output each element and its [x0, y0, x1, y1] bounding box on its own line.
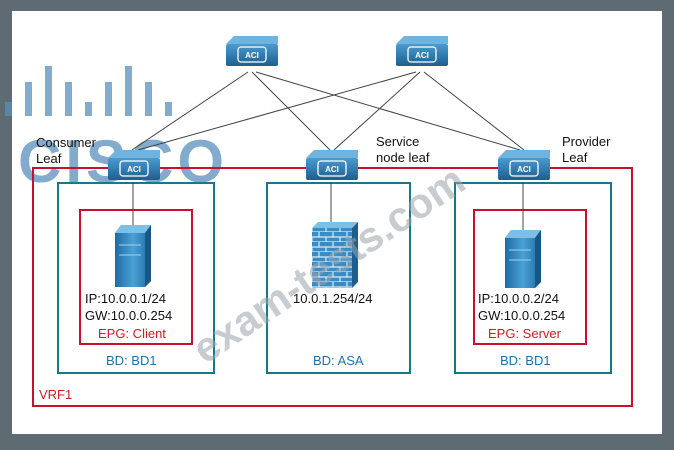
service-bd-label: BD: ASA — [313, 353, 364, 368]
consumer-leaf-label-1: Consumer — [36, 135, 97, 150]
consumer-leaf-label-2: Leaf — [36, 151, 62, 166]
server-ip: IP:10.0.0.2/24 — [478, 291, 559, 306]
provider-leaf-switch: ACI — [497, 149, 551, 181]
client-gateway: GW:10.0.0.254 — [85, 308, 172, 323]
aci-badge: ACI — [517, 165, 531, 174]
provider-leaf-label-2: Leaf — [562, 150, 588, 165]
firewall-icon — [312, 222, 358, 288]
spine-switch-2: ACI — [395, 35, 449, 67]
spine-switch-1: ACI — [225, 35, 279, 67]
service-leaf-label-2: node leaf — [376, 150, 430, 165]
bd-asa-box — [266, 182, 411, 374]
aci-badge: ACI — [325, 165, 339, 174]
bd-client-box — [57, 182, 215, 374]
client-epg-label: EPG: Client — [98, 326, 166, 341]
client-bd-label: BD: BD1 — [106, 353, 157, 368]
provider-leaf-label-1: Provider — [562, 134, 611, 149]
server-icon — [115, 225, 151, 287]
server-epg-label: EPG: Server — [488, 326, 562, 341]
epg-client-box — [79, 209, 193, 345]
server-icon — [505, 230, 541, 288]
service-ip: 10.0.1.254/24 — [293, 291, 373, 306]
vrf-label: VRF1 — [39, 387, 72, 402]
server-bd-label: BD: BD1 — [500, 353, 551, 368]
bd-server-box — [454, 182, 612, 374]
client-ip: IP:10.0.0.1/24 — [85, 291, 166, 306]
aci-badge: ACI — [415, 51, 429, 60]
aci-badge: ACI — [127, 165, 141, 174]
epg-server-box — [473, 209, 587, 345]
server-gateway: GW:10.0.0.254 — [478, 308, 565, 323]
aci-badge: ACI — [245, 51, 259, 60]
fabric-links — [131, 71, 525, 151]
service-leaf-switch: ACI — [305, 149, 359, 181]
service-leaf-label-1: Service — [376, 134, 419, 149]
consumer-leaf-switch: ACI — [107, 149, 161, 181]
